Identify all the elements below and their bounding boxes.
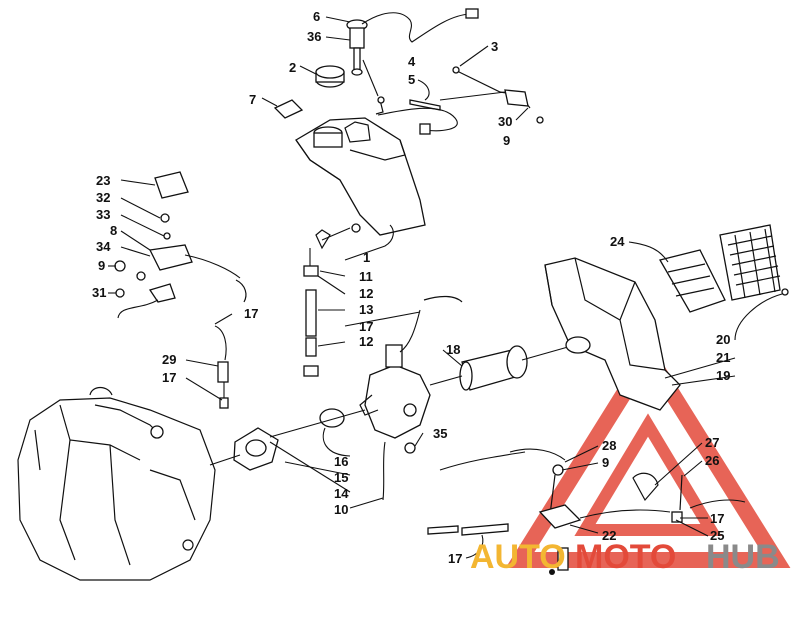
callout-9-right: 9 <box>602 455 609 470</box>
callout-32: 32 <box>96 190 110 205</box>
intake-silencer <box>659 224 789 313</box>
throttle-linkage-group <box>427 448 746 575</box>
callout-10: 10 <box>334 502 348 517</box>
callout-36: 36 <box>307 29 321 44</box>
callout-31: 31 <box>92 285 106 300</box>
callout-22: 22 <box>602 528 616 543</box>
callout-30: 30 <box>498 114 512 129</box>
callout-8: 8 <box>110 223 117 238</box>
callout-24: 24 <box>610 234 625 249</box>
callout-17-right: 17 <box>710 511 724 526</box>
callout-11: 11 <box>359 269 373 284</box>
callout-17-filter-bottom: 17 <box>162 370 176 385</box>
callout-6: 6 <box>313 9 320 24</box>
airbox <box>544 257 681 411</box>
callout-7: 7 <box>249 92 256 107</box>
callout-26: 26 <box>705 453 719 468</box>
callout-9-left: 9 <box>98 258 105 273</box>
clamp-35 <box>404 442 416 454</box>
callout-12-upper: 12 <box>359 286 373 301</box>
callout-19: 19 <box>716 368 730 383</box>
callout-1: 1 <box>363 250 370 265</box>
carburetor <box>359 295 463 439</box>
callout-2: 2 <box>289 60 296 75</box>
callout-25: 25 <box>710 528 724 543</box>
callout-4: 4 <box>408 54 416 69</box>
watermark-auto: AUTO <box>470 538 566 576</box>
hose-10 <box>382 441 386 501</box>
fuel-pump-bracket <box>114 171 247 319</box>
fuel-tank <box>295 117 426 236</box>
fuel-gauge-sender <box>346 8 479 76</box>
air-boot <box>429 344 576 391</box>
callout-34: 34 <box>96 239 111 254</box>
callout-23: 23 <box>96 173 110 188</box>
watermark-triangle-inner <box>574 413 722 536</box>
callout-28: 28 <box>602 438 616 453</box>
watermark-triangle-outer <box>505 339 791 568</box>
callout-29: 29 <box>162 352 176 367</box>
inline-fuel-filter <box>214 325 229 409</box>
callout-3: 3 <box>491 39 498 54</box>
decal-7 <box>273 99 304 119</box>
callout-13: 13 <box>359 302 373 317</box>
watermark-logo <box>505 339 791 568</box>
fuel-cap <box>315 65 345 88</box>
callout-14: 14 <box>334 486 349 501</box>
callout-18: 18 <box>446 342 460 357</box>
fuel-line-assembly <box>303 227 351 377</box>
leader-lines <box>108 16 783 559</box>
watermark-moto: MOTO <box>575 538 676 576</box>
intake-flange <box>209 408 366 471</box>
engine-block <box>17 386 216 581</box>
callout-15: 15 <box>334 470 348 485</box>
watermark-hub: HUB <box>706 538 780 576</box>
callout-5: 5 <box>408 72 415 87</box>
callout-16: 16 <box>334 454 348 469</box>
callout-20: 20 <box>716 332 730 347</box>
callout-17-filter-top: 17 <box>244 306 258 321</box>
callout-35: 35 <box>433 426 447 441</box>
callout-9-top: 9 <box>503 133 510 148</box>
vent-hose-assembly <box>375 66 544 135</box>
callout-17-bottom: 17 <box>448 551 462 566</box>
callout-numbers: 6 36 2 3 4 5 7 30 9 23 32 33 8 34 9 31 1… <box>92 9 730 566</box>
callout-33: 33 <box>96 207 110 222</box>
watermark-text: AUTO MOTO HUB <box>470 538 780 576</box>
callout-12-lower: 12 <box>359 334 373 349</box>
callout-17-center: 17 <box>359 319 373 334</box>
callout-21: 21 <box>716 350 730 365</box>
callout-27: 27 <box>705 435 719 450</box>
